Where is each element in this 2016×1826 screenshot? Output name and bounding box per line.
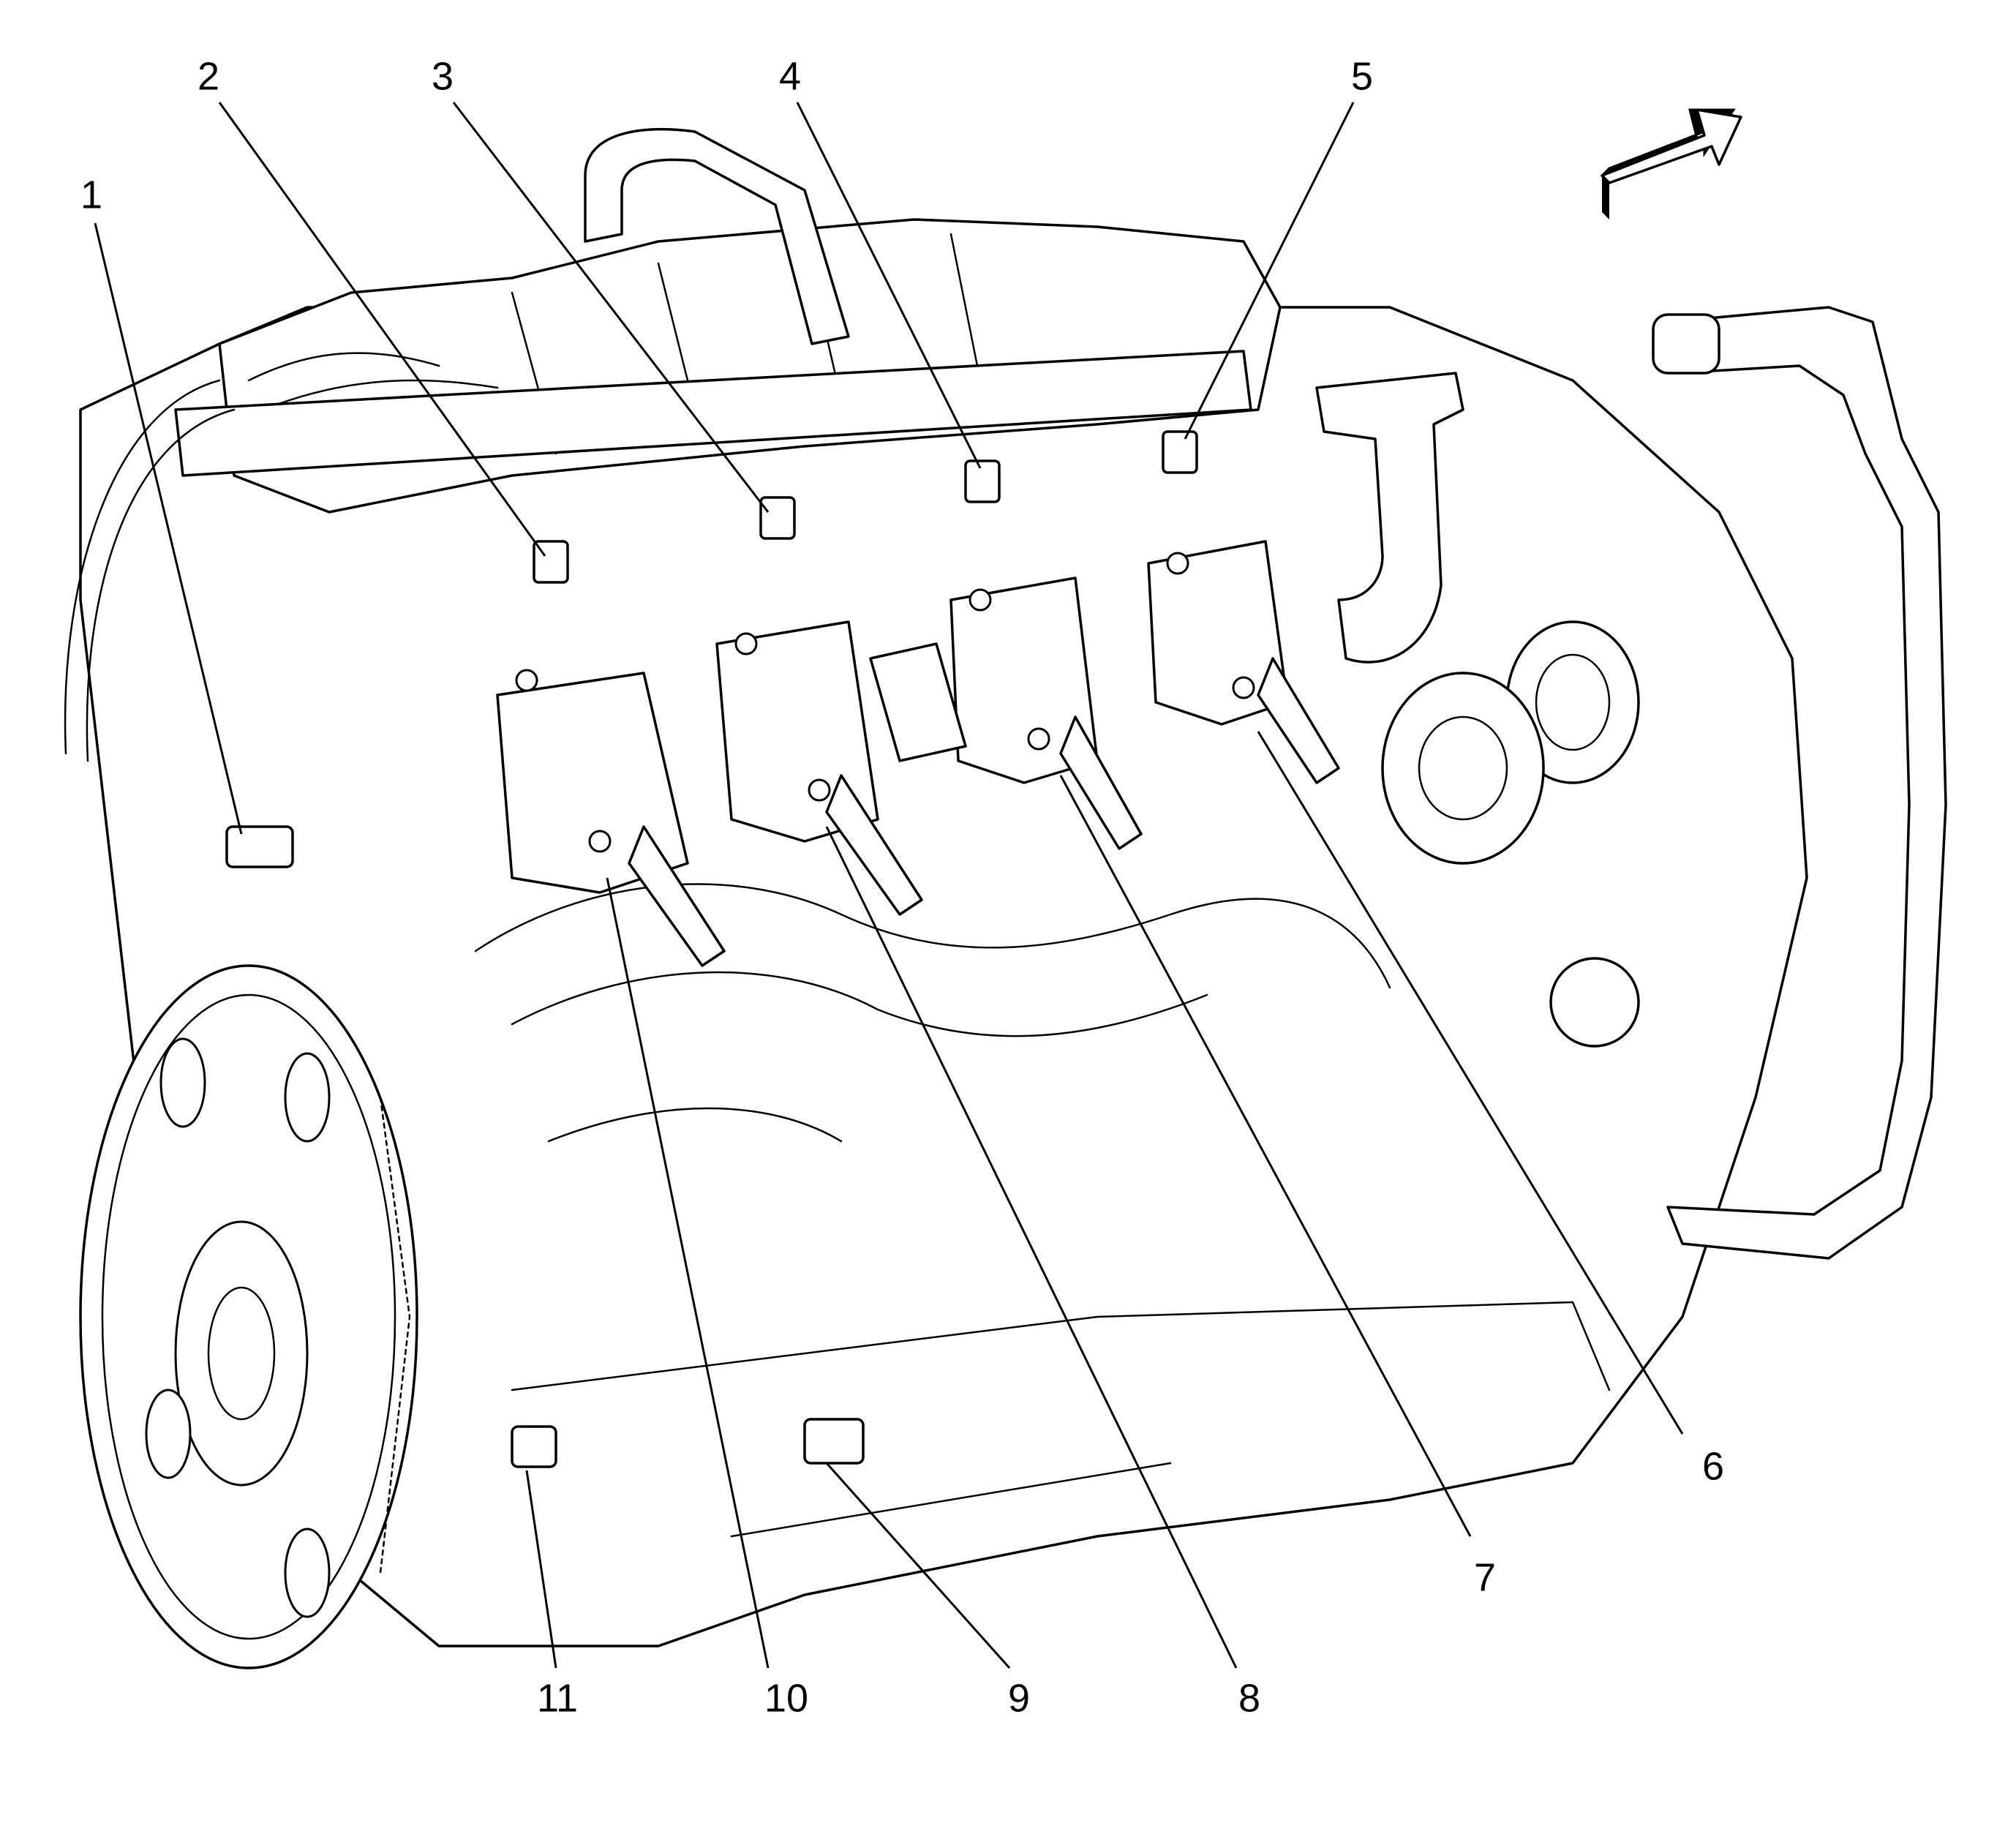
fuel-injector-4	[1162, 430, 1198, 474]
wiring-harness	[1666, 306, 1947, 1260]
ignition-coil-1	[496, 669, 726, 967]
leader-4	[796, 102, 982, 469]
callout-4: 4	[779, 54, 801, 98]
sensor-connector-rear	[511, 1425, 557, 1468]
callout-8: 8	[1238, 1676, 1260, 1720]
callout-labels: 1 2 3 4 5 6 7 8 9 10 11	[80, 54, 1724, 1720]
leader-1	[94, 222, 243, 835]
fuel-rail	[174, 350, 1252, 477]
callout-1: 1	[80, 173, 102, 217]
exhaust-manifold	[474, 883, 1391, 989]
harness-connector	[869, 642, 967, 762]
leader-10	[606, 877, 770, 1669]
callout-9: 9	[1008, 1676, 1030, 1720]
sensor-connector-left	[225, 825, 294, 868]
leader-2	[218, 102, 546, 557]
fuel-injector-2	[759, 496, 796, 540]
callout-3: 3	[432, 54, 454, 98]
leader-5	[1184, 102, 1355, 440]
fuel-injector-3	[964, 459, 1001, 503]
callout-5: 5	[1351, 54, 1373, 98]
callout-6: 6	[1702, 1444, 1724, 1488]
leader-6	[1257, 731, 1684, 1435]
front-direction-arrow-icon	[1601, 108, 1742, 219]
callout-2: 2	[198, 54, 219, 98]
leader-8	[825, 826, 1238, 1669]
ignition-coil-2	[715, 620, 923, 916]
callout-7: 7	[1474, 1555, 1496, 1599]
callout-10: 10	[764, 1676, 808, 1720]
ignition-coil-3	[949, 576, 1143, 850]
leader-7	[1059, 775, 1472, 1537]
flywheel	[79, 964, 418, 1669]
ignition-coil-4	[1147, 540, 1340, 784]
callout-11: 11	[537, 1676, 578, 1720]
leader-11	[525, 1470, 557, 1669]
throttle-tube	[584, 127, 850, 345]
leader-lines	[94, 102, 1684, 1669]
filler-neck	[1315, 372, 1464, 664]
leader-3	[452, 102, 770, 513]
knock-sensor-connector	[803, 1418, 865, 1465]
leader-9	[825, 1462, 1011, 1669]
engine-illustration	[64, 127, 1947, 1669]
